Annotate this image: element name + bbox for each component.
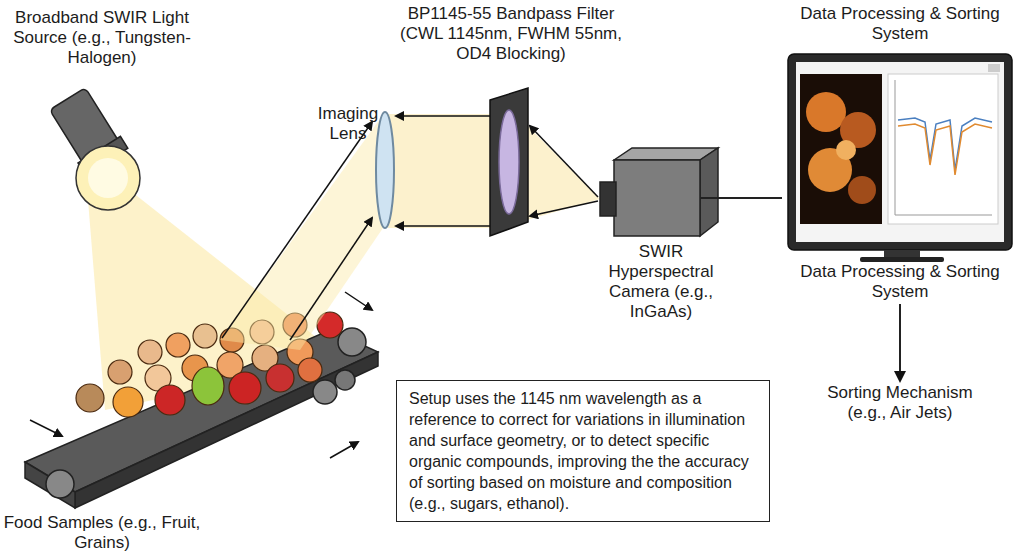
sorting-box: Sorting Mechanism (e.g., Air Jets) — [815, 383, 985, 423]
monitor — [788, 54, 1012, 262]
focus-rays — [530, 126, 598, 216]
focused-beam — [520, 118, 600, 222]
food-label: Food Samples (e.g., Fruit, Grains) — [2, 513, 202, 553]
bandpass-filter — [490, 88, 528, 236]
imaging-lens — [376, 112, 394, 228]
node-text: Data Processing & Sorting System — [782, 262, 1018, 302]
beam-rays — [396, 116, 498, 226]
conveyor — [25, 328, 378, 508]
reflected-beam — [220, 112, 385, 350]
lens-label: Imaging Lens — [312, 104, 384, 144]
lamp — [46, 86, 140, 210]
node-text: Sorting Mechanism (e.g., Air Jets) — [815, 383, 985, 423]
connector — [722, 197, 782, 199]
camera-box: SWIR Hyperspectral Camera (e.g., InGaAs) — [600, 150, 722, 322]
connector — [899, 304, 901, 381]
collimated-beam — [388, 114, 500, 228]
node-text: Setup uses the 1145 nm wavelength as a r… — [409, 388, 757, 514]
light-source-label: Broadband SWIR Light Source (e.g., Tungs… — [4, 8, 200, 68]
camera — [600, 148, 722, 236]
note-box: Setup uses the 1145 nm wavelength as a r… — [396, 380, 770, 522]
filter-label: BP1145-55 Bandpass Filter (CWL 1145nm, F… — [396, 4, 626, 64]
node-text: SWIR Hyperspectral Camera (e.g., InGaAs) — [600, 242, 722, 322]
reflected-rays — [222, 122, 372, 340]
monitor-box: Data Processing & Sorting SystemData Pro… — [782, 4, 1018, 302]
node-text: Data Processing & Sorting System — [782, 4, 1018, 44]
